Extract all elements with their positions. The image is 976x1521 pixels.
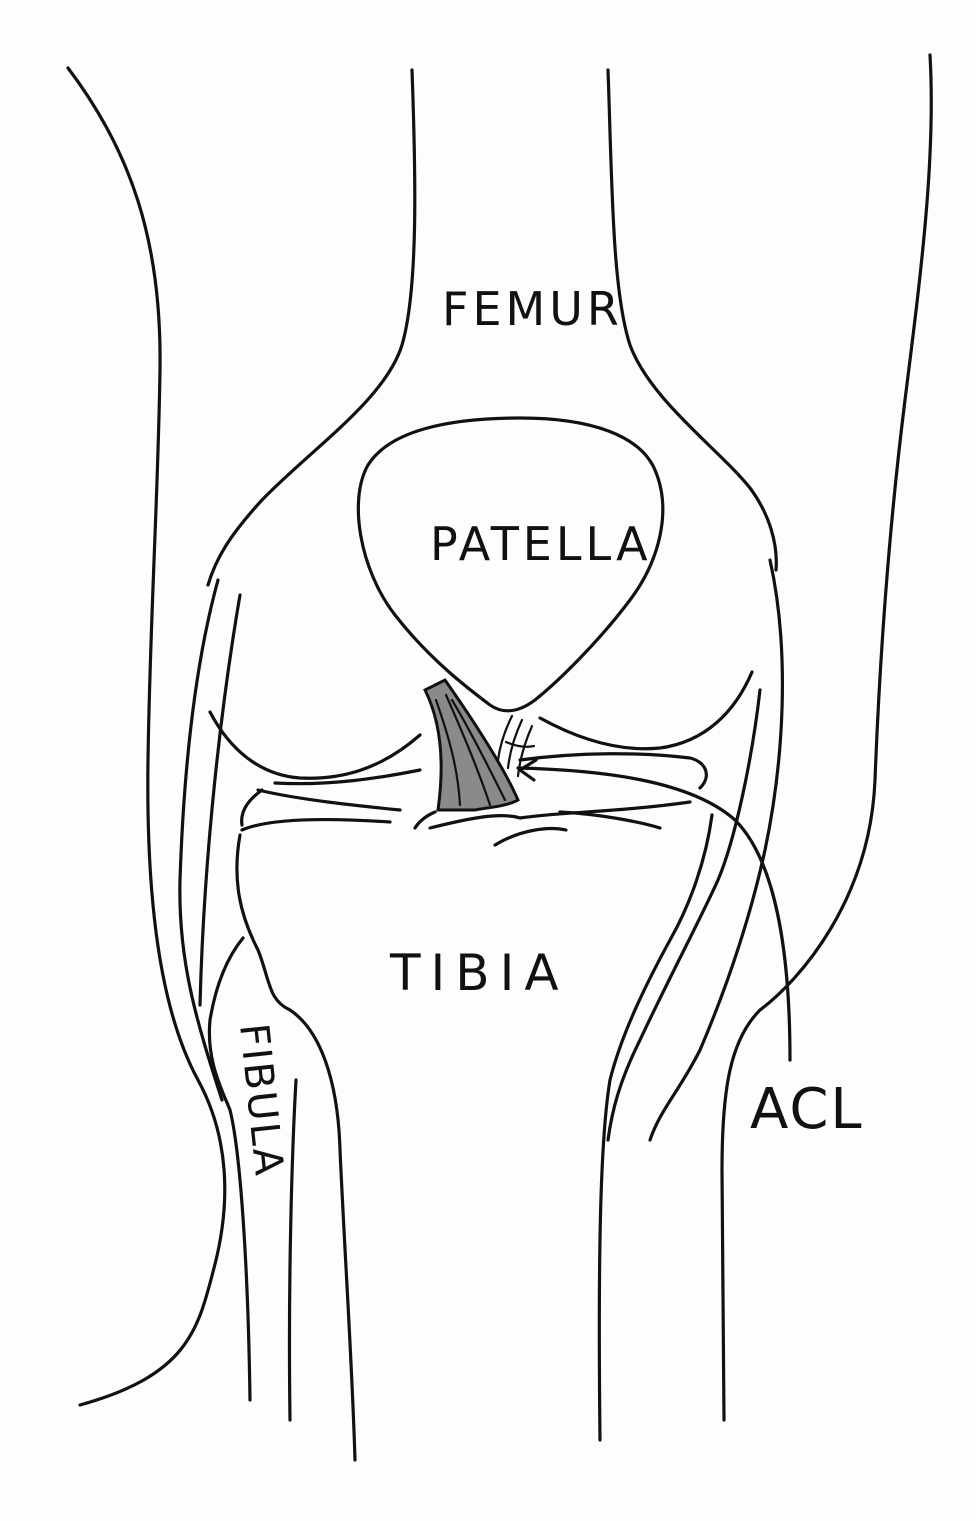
patella-label: PATELLA xyxy=(430,517,652,571)
acl-ligament xyxy=(425,680,518,810)
femur-label: FEMUR xyxy=(442,282,623,336)
leg-outline-left xyxy=(68,68,225,1405)
fibula-outline xyxy=(209,938,296,1420)
femur-condyle-right xyxy=(540,672,752,749)
collateral-ligament-right xyxy=(650,560,782,1140)
femur-outline-left xyxy=(208,70,415,585)
femur-outline-right xyxy=(608,70,776,570)
acl-label: ACL xyxy=(750,1077,864,1142)
tibia-label: TIBIA xyxy=(389,944,569,1002)
femur-condyle-left xyxy=(210,712,420,778)
fibula-label: FIBULA xyxy=(230,1021,292,1179)
